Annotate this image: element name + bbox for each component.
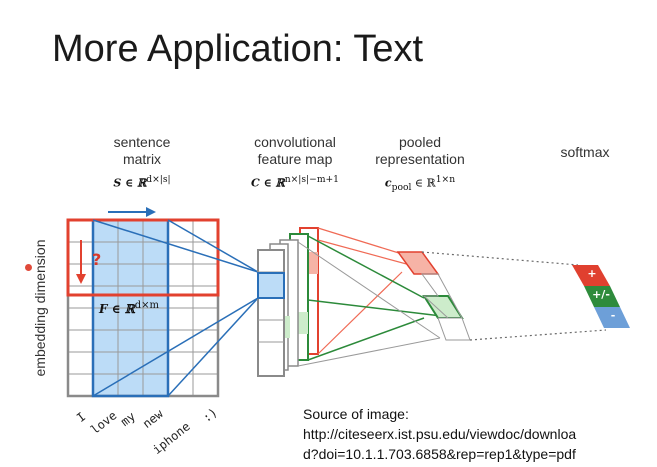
header-sentence-math-main: S ∈ ℝ — [113, 176, 147, 190]
header-conv-math: C ∈ ℝn×|s|−m+1 — [230, 171, 360, 192]
header-sentence-matrix: sentence matrix S ∈ ℝd×|s| — [82, 134, 202, 192]
feature-map-front — [257, 249, 285, 377]
filter-math-main: F ∈ ℝ — [99, 302, 135, 316]
header-sentence-math: S ∈ ℝd×|s| — [82, 171, 202, 192]
header-conv-line1: convolutional — [254, 134, 336, 150]
softmax-label-negative: - — [610, 309, 616, 322]
header-pooled-math: cpool ∈ ℝ1×n — [360, 171, 480, 196]
slide-arrow-right — [108, 207, 156, 217]
source-line-3[interactable]: d?doi=10.1.1.703.6858&rep=rep1&type=pdf — [303, 446, 576, 462]
pooled-vector — [396, 251, 471, 341]
filter-math-label: F ∈ ℝd×m — [99, 300, 159, 316]
header-sentence-line1: sentence — [113, 134, 171, 150]
header-conv-math-sup: n×|s|−m+1 — [284, 174, 339, 185]
header-conv-math-main: C ∈ ℝ — [251, 176, 285, 190]
question-mark: ? — [92, 250, 102, 269]
green-pool-lines — [307, 235, 459, 361]
source-line-2[interactable]: http://citeseerx.ist.psu.edu/viewdoc/dow… — [303, 426, 577, 442]
source-citation: Source of image: http://citeseerx.ist.ps… — [303, 404, 643, 464]
slide-arrow-down — [76, 240, 86, 284]
header-pooled-line1: pooled — [398, 134, 442, 150]
red-row-window — [66, 218, 220, 297]
header-sentence-line2: matrix — [122, 151, 162, 167]
pooled-cell-gray — [437, 317, 471, 341]
softmax-positive — [572, 265, 610, 286]
softmax-neutral — [584, 286, 620, 307]
header-pooled-line2: representation — [375, 151, 465, 167]
slide-title: More Application: Text — [52, 28, 424, 70]
header-conv-line2: feature map — [257, 151, 333, 167]
header-conv-feature-map: convolutional feature map C ∈ ℝn×|s|−m+1 — [230, 134, 360, 192]
header-pooled-representation: pooled representation cpool ∈ ℝ1×n — [360, 134, 480, 196]
softmax-label-neutral: +/- — [592, 288, 610, 301]
filter-math-sup: d×m — [134, 300, 159, 311]
feature-map-active-cell — [257, 272, 285, 299]
header-sentence-math-sup: d×|s| — [146, 174, 171, 185]
softmax-negative — [594, 307, 630, 328]
bullet-dot — [25, 264, 32, 271]
header-pooled-math-rest: ∈ ℝ — [411, 176, 436, 190]
filter-projection-lines — [92, 219, 259, 397]
gray-pool-lines — [297, 241, 441, 367]
softmax-connections — [421, 251, 607, 341]
source-line-1: Source of image: — [303, 406, 409, 422]
y-axis-label: embedding dimension — [32, 239, 48, 377]
header-pooled-math-main: c — [384, 176, 392, 190]
softmax-output — [572, 265, 630, 328]
feature-map-stack — [257, 227, 319, 377]
header-pooled-math-sub: pool — [391, 181, 412, 193]
softmax-label-positive: + — [587, 267, 597, 280]
header-pooled-math-sup: 1×n — [435, 174, 456, 185]
header-softmax: softmax — [560, 144, 610, 160]
